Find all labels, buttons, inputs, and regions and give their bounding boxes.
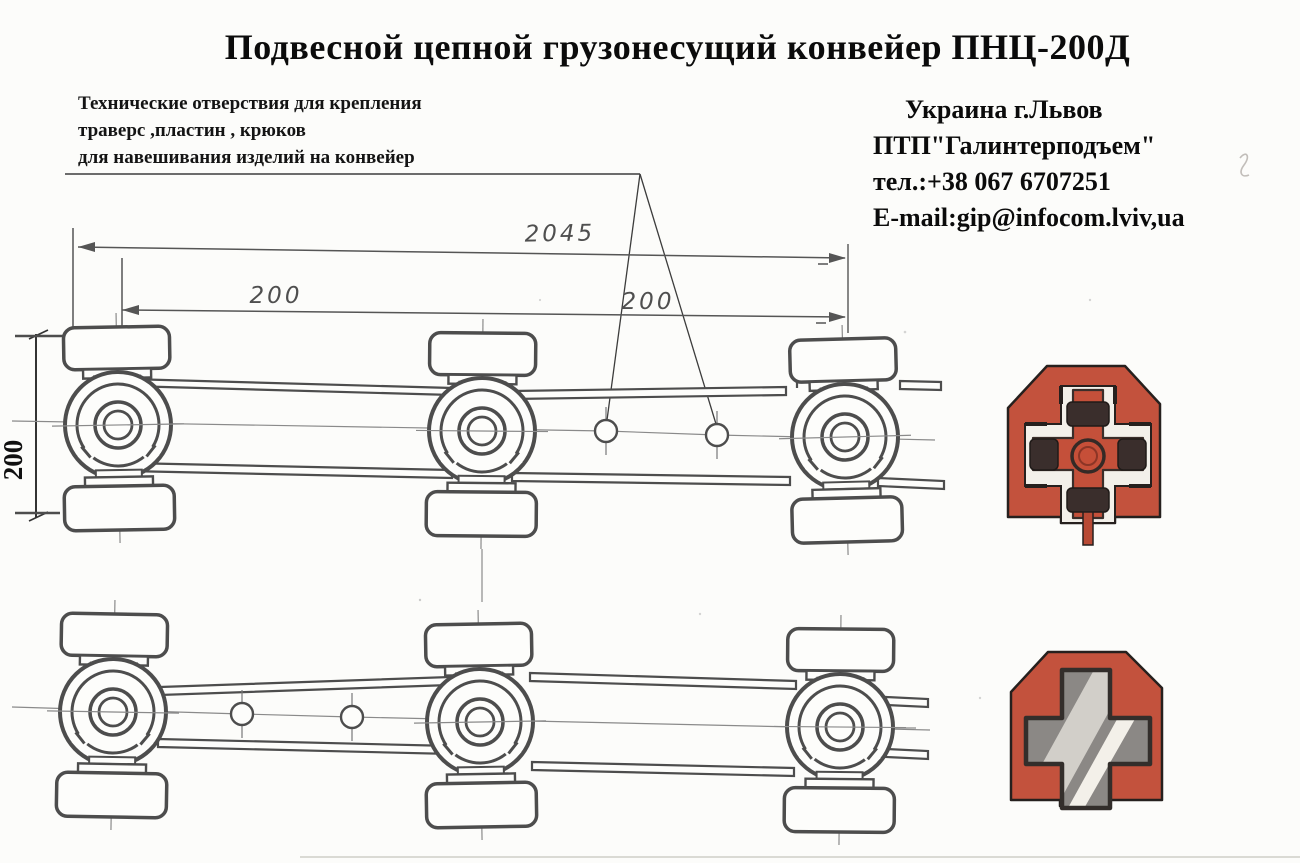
conveyor-bottom-view: [11, 596, 931, 848]
dim-pitch-right: 200: [622, 289, 675, 315]
trolley: [770, 612, 909, 848]
trolley: [774, 321, 917, 559]
holes-note-line: Технические отверствия для крепления: [78, 93, 422, 114]
dim-track-height: 200: [0, 440, 28, 481]
mounting-holes: [229, 690, 365, 741]
trolley: [42, 596, 183, 834]
trolley: [412, 316, 551, 552]
dim-pitch-left: 200: [250, 283, 303, 309]
contact-country-city: Украина г.Львов: [905, 95, 1103, 124]
page-title: Подвесной цепной грузонесущий конвейер П…: [224, 27, 1131, 67]
dim-overall-length: 2045: [524, 220, 595, 247]
conveyor-top-view: [11, 309, 946, 602]
contact-block: Украина г.Львов ПТП"Галинтерподъем" тел.…: [873, 92, 1185, 236]
contact-phone: тел.:+38 067 6707251: [873, 167, 1111, 196]
track-profile-cross-section-icon: [1009, 650, 1164, 811]
dimension-lines: [15, 228, 849, 522]
note-leader-lines: [65, 173, 717, 425]
trolley: [410, 606, 551, 844]
chain-bars: [126, 362, 946, 491]
track-cross-section-with-trolley-icon: [1006, 364, 1162, 546]
holes-note-line: для навешивания изделий на конвейер: [78, 147, 415, 168]
contact-company: ПТП"Галинтерподъем": [873, 131, 1156, 160]
contact-email: E-mail:gip@infocom.lviv,ua: [873, 203, 1185, 232]
mounting-holes: [593, 407, 730, 459]
holes-note: Технические отверствия для крепления тра…: [78, 90, 422, 171]
holes-note-line: траверс ,пластин , крюков: [78, 120, 306, 141]
scan-artifacts: [300, 153, 1300, 858]
trolley: [48, 309, 189, 547]
